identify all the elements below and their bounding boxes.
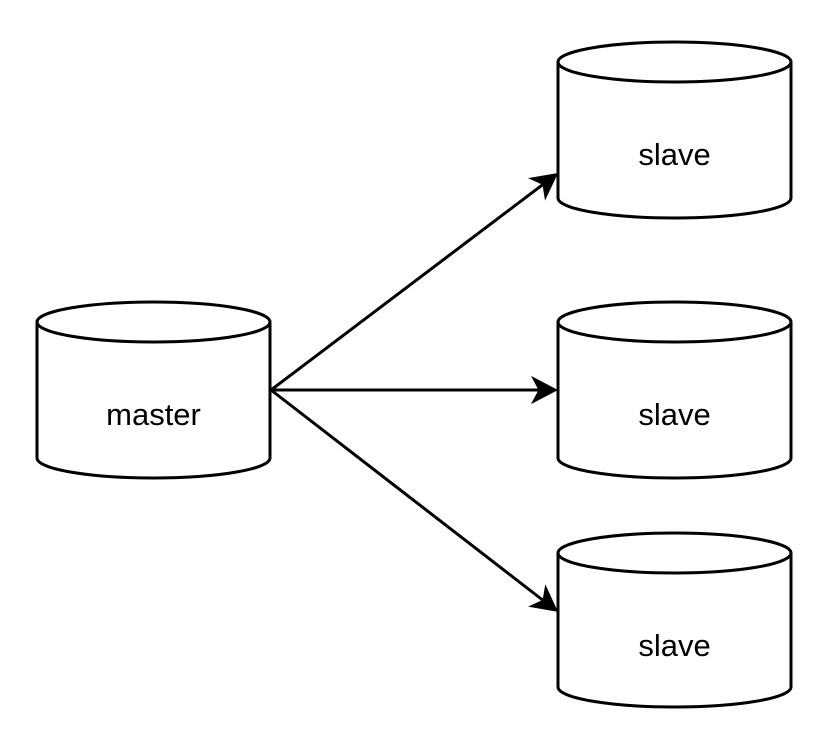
slave-2-node-label: slave xyxy=(638,397,710,432)
slave-3-cylinder-top-rim xyxy=(556,552,793,575)
edge-master-to-slave-3 xyxy=(270,388,559,612)
replication-arrow-top xyxy=(270,173,559,392)
slave-1-cylinder-body xyxy=(556,40,793,220)
slave-3-node-label: slave xyxy=(638,628,710,663)
node-slave-1: slave xyxy=(556,40,793,220)
slave-3-cylinder-body xyxy=(556,531,793,709)
slave-1-node-label: slave xyxy=(638,137,710,172)
replication-arrow-bottom xyxy=(270,388,559,612)
node-slave-2: slave xyxy=(556,300,793,480)
master-node-label: master xyxy=(106,397,201,432)
node-slave-3: slave xyxy=(556,531,793,709)
master-cylinder-body xyxy=(35,300,272,480)
master-cylinder-top-rim xyxy=(35,321,272,344)
edge-master-to-slave-1 xyxy=(270,173,559,392)
slave-1-cylinder-top-rim xyxy=(556,61,793,84)
slave-2-cylinder-body xyxy=(556,300,793,480)
slave-2-cylinder-top-rim xyxy=(556,321,793,344)
node-master: master xyxy=(35,300,272,480)
